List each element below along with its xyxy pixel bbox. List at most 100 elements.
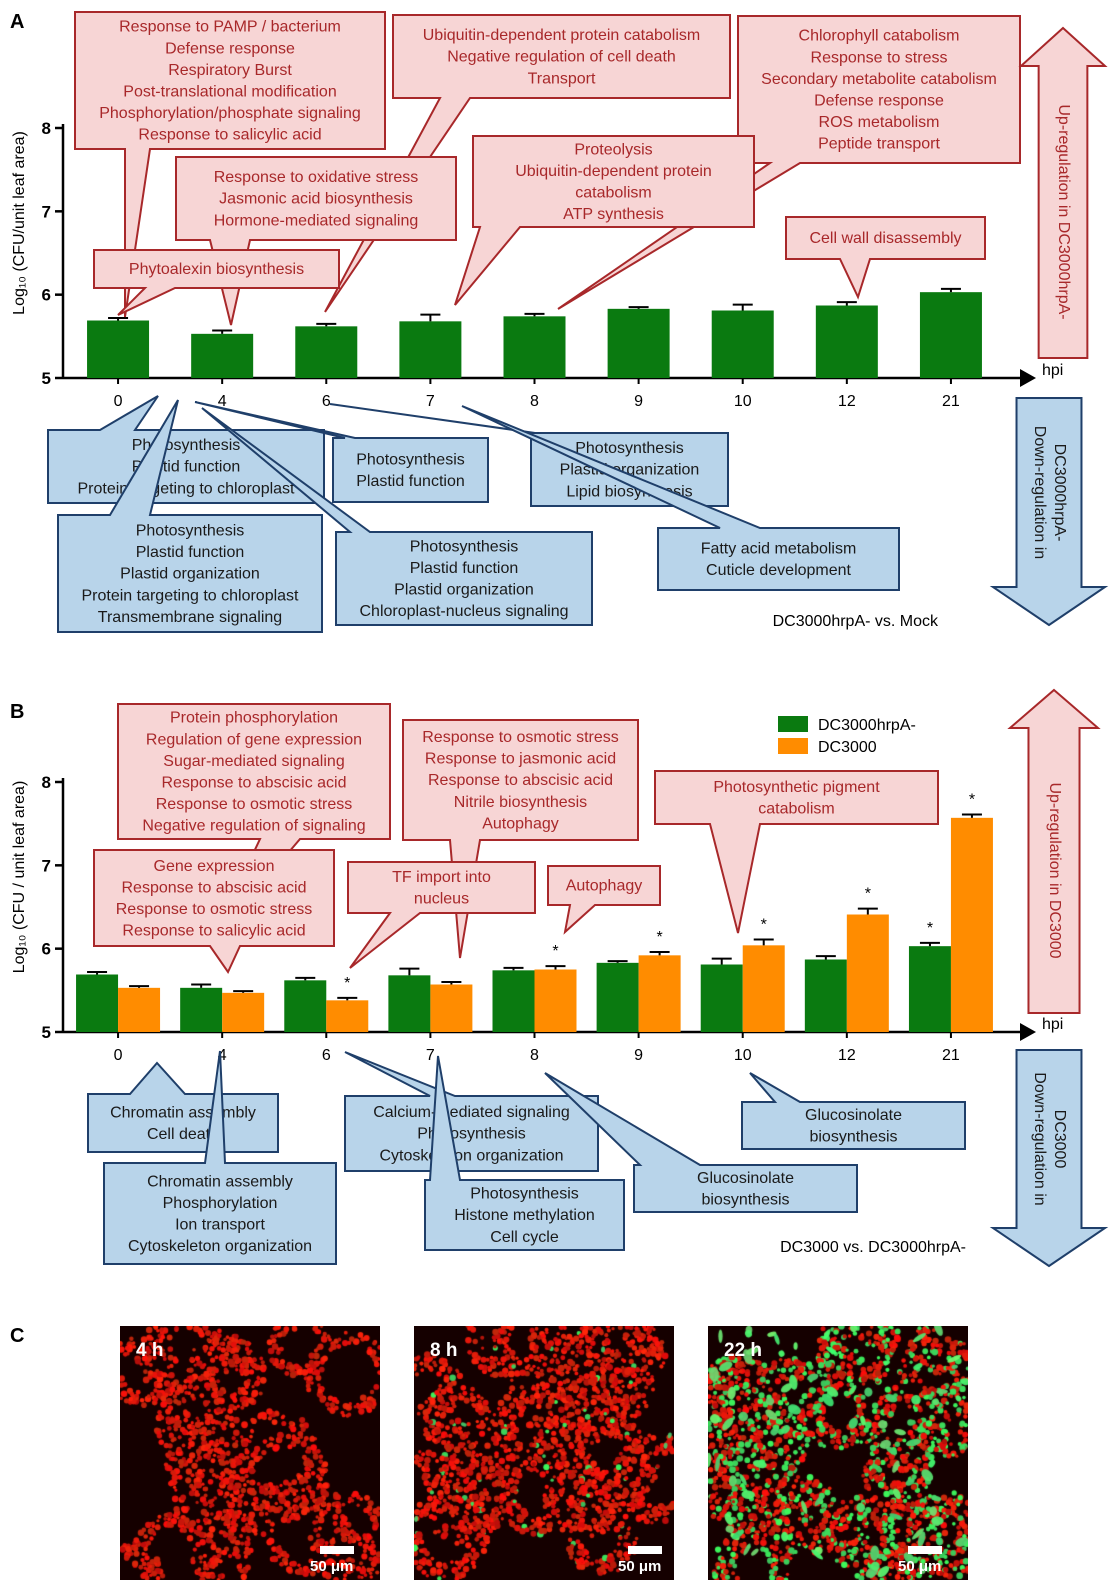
bar-green (596, 962, 639, 1032)
callout-up-a-4-line: Ubiquitin-dependent protein (515, 163, 712, 180)
callout-down-a-3-line: Photosynthesis (136, 523, 245, 540)
bar-green (700, 964, 743, 1032)
callout-up-b-1-line: Response to abscisic acid (428, 772, 613, 789)
callout-up-a-3-line: Hormone-mediated signaling (214, 212, 419, 229)
bar-green (711, 310, 774, 378)
comparison-label-a: DC3000hrpA- vs. Mock (773, 613, 939, 630)
callout-up-a-1-line: Negative regulation of cell death (447, 49, 676, 66)
callout-down-b-4-line: Glucosinolate (805, 1107, 902, 1124)
callout-down-b-2: Calcium-mediated signalingPhotosynthesis… (344, 1051, 599, 1172)
callout-up-a-2-line: Secondary metabolite catabolism (761, 71, 997, 88)
bar-green (607, 308, 670, 378)
arrow-down-b-shape (989, 1049, 1109, 1268)
callout-up-b-5-shape (654, 770, 939, 934)
x-tick-label: 4 (218, 1047, 227, 1064)
callout-up-a-2-line: Defense response (814, 93, 944, 110)
callout-up-b-0-line: Response to abscisic acid (162, 775, 347, 792)
callout-down-a-5-line: Cuticle development (706, 562, 852, 579)
bar-green (908, 946, 951, 1032)
legend-label-dc3000: DC3000 (818, 739, 877, 756)
callout-up-a-6: Cell wall disassembly (785, 216, 986, 300)
bar-orange (742, 945, 785, 1032)
callout-up-b-2-line: Gene expression (154, 858, 275, 875)
callout-up-a-4-line: Proteolysis (574, 141, 652, 158)
x-tick-label: 6 (322, 393, 331, 410)
y-tick-label: 5 (42, 1023, 51, 1042)
callout-up-b-1-line: Nitrile biosynthesis (454, 794, 587, 811)
callout-up-b-0-line: Sugar-mediated signaling (163, 753, 344, 770)
callout-up-a-3-line: Jasmonic acid biosynthesis (219, 191, 413, 208)
callout-down-b-3-shape (424, 1055, 625, 1251)
micrograph-image (708, 1326, 968, 1580)
callout-up-a-0-line: Response to salicylic acid (138, 127, 321, 144)
arrow-down-b-label: Down-regulation in (1031, 1072, 1048, 1205)
callout-down-b-2-shape (344, 1051, 599, 1172)
micrograph-time-label: 8 h (430, 1340, 458, 1361)
x-tick-label: 7 (426, 1047, 435, 1064)
arrow-up-a: Up-regulation in DC3000hrpA- (1018, 26, 1108, 359)
callout-down-a-3-line: Transmembrane signaling (98, 609, 282, 626)
x-axis-title: hpi (1042, 362, 1063, 379)
callout-up-b-0-line: Regulation of gene expression (146, 731, 362, 748)
bar-green (399, 321, 462, 378)
bar-orange (326, 1000, 369, 1032)
callout-up-a-0-line: Respiratory Burst (168, 62, 292, 79)
micrograph-time-label: 22 h (724, 1340, 763, 1361)
callout-up-b-0-line: Protein phosphorylation (170, 710, 338, 727)
callout-down-a-5-shape (461, 405, 900, 591)
callout-down-b-5-shape (544, 1072, 858, 1213)
callout-down-a-3-line: Protein targeting to chloroplast (81, 587, 299, 604)
y-tick-label: 7 (42, 202, 51, 221)
callout-down-b-5-line: biosynthesis (701, 1192, 789, 1209)
callout-down-a-1-line: Photosynthesis (356, 451, 465, 468)
callout-up-a-0-line: Response to PAMP / bacterium (119, 19, 341, 36)
bar-orange (846, 914, 889, 1032)
callout-up-a-0-shape (74, 11, 386, 318)
callout-up-a-1-line: Ubiquitin-dependent protein catabolism (423, 27, 701, 44)
callout-down-b-2-line: Cytoskeleton organization (379, 1147, 563, 1164)
legend-label-hrpA: DC3000hrpA- (818, 717, 916, 734)
legend-swatch-green (778, 716, 808, 732)
callout-down-b-3-line: Histone methylation (454, 1207, 595, 1224)
arrow-up-a-label: Up-regulation in DC3000hrpA- (1055, 104, 1072, 319)
x-tick-label: 10 (734, 393, 752, 410)
bar-green (191, 333, 254, 378)
y-tick-label: 7 (42, 856, 51, 875)
x-tick-label: 12 (838, 1047, 856, 1064)
micrograph-image (414, 1326, 674, 1580)
callout-down-a-1-shape (194, 401, 489, 503)
significance-marker: * (865, 886, 871, 903)
callout-down-b-3-line: Photosynthesis (470, 1186, 579, 1203)
x-tick-label: 7 (426, 393, 435, 410)
callout-up-b-4-shape (547, 865, 661, 935)
callout-up-b-0-line: Negative regulation of signaling (142, 818, 365, 835)
callout-down-a-4-line: Plastid function (410, 560, 519, 577)
callout-up-a-0-line: Defense response (165, 40, 295, 57)
bar-green (87, 320, 150, 378)
callout-down-a-0-line: Protein targeting to chloroplast (77, 480, 295, 497)
significance-marker: * (969, 792, 975, 809)
x-axis-arrow (1020, 1023, 1036, 1041)
callout-up-b-2-line: Response to abscisic acid (122, 879, 307, 896)
callout-up-b-1-line: Response to osmotic stress (422, 729, 619, 746)
callout-up-a-2-line: ROS metabolism (819, 114, 940, 131)
callout-up-a-3-line: Response to oxidative stress (214, 169, 419, 186)
scale-bar (320, 1546, 354, 1554)
x-tick-label: 8 (530, 1047, 539, 1064)
arrow-down-b-label: DC3000 (1051, 1110, 1068, 1169)
significance-marker: * (761, 917, 767, 934)
bar-green (388, 975, 431, 1032)
micrograph-image (120, 1326, 380, 1580)
